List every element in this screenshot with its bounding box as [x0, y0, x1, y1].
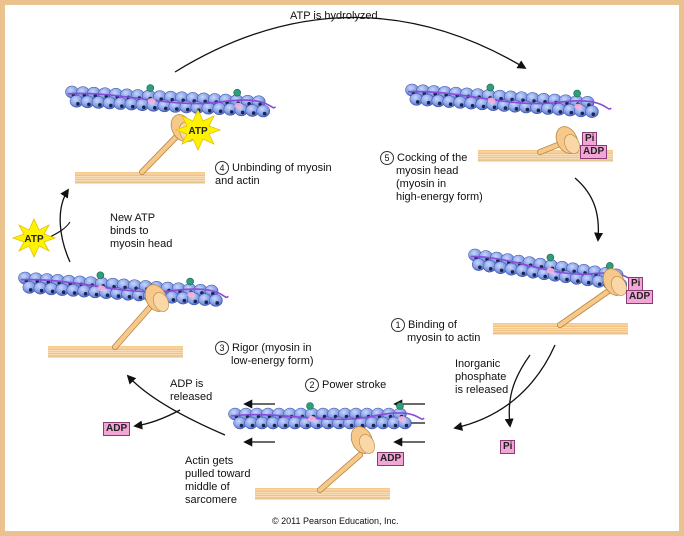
atp-burst-left: ATP — [11, 218, 57, 258]
adp-tag-power-stroke: ADP — [377, 452, 405, 466]
new-atp-note: New ATP binds to myosin head — [110, 212, 173, 250]
atp-label-top: ATP — [188, 126, 208, 137]
cycle-arrow-top — [174, 16, 527, 73]
pi-tag-released: Pi — [500, 440, 516, 454]
adp-release-arrow — [133, 409, 181, 430]
atp-bind-arrow — [47, 221, 71, 239]
pi-tag-step1: Pi — [628, 277, 644, 291]
myosin-head-step5 — [537, 126, 580, 155]
step-4-number: 4 — [215, 161, 229, 175]
step-1-number: 1 — [391, 318, 405, 332]
copyright: © 2011 Pearson Education, Inc. — [272, 516, 399, 526]
step-2-number: 2 — [305, 378, 319, 392]
adp-released-note: ADP is released — [170, 378, 213, 403]
adp-tag-released: ADP — [103, 422, 131, 436]
pi-release-arrow — [504, 354, 531, 428]
actin-filament-step5 — [405, 83, 612, 118]
actin-pulled-note: Actin gets pulled toward middle of sarco… — [185, 455, 251, 506]
cycle-arrow-left — [59, 188, 71, 263]
cycle-arrow-bottom-right — [453, 344, 556, 431]
atp-label-left: ATP — [24, 234, 44, 245]
myosin-head-step1 — [557, 268, 627, 328]
inorganic-phosphate-note: Inorganic phosphate is released — [455, 358, 509, 396]
cycle-arrow-bottom-left — [126, 374, 226, 436]
myosin-head-step2 — [317, 426, 375, 493]
pi-tag-step5: Pi — [582, 132, 598, 146]
myosin-head-step3 — [112, 284, 169, 350]
step-3-number: 3 — [215, 341, 229, 355]
atp-burst-top: ATP — [174, 109, 222, 151]
actin-filament-step3 — [18, 271, 229, 307]
atp-hydrolyzed-caption: ATP is hydrolyzed — [290, 10, 378, 22]
cycle-arrow-right — [574, 177, 604, 242]
actin-filament-step2 — [228, 402, 425, 430]
adp-tag-step1: ADP — [626, 290, 654, 304]
step-5-number: 5 — [380, 151, 394, 165]
adp-tag-step5: ADP — [580, 145, 608, 159]
actin-filament-step4 — [65, 84, 277, 118]
